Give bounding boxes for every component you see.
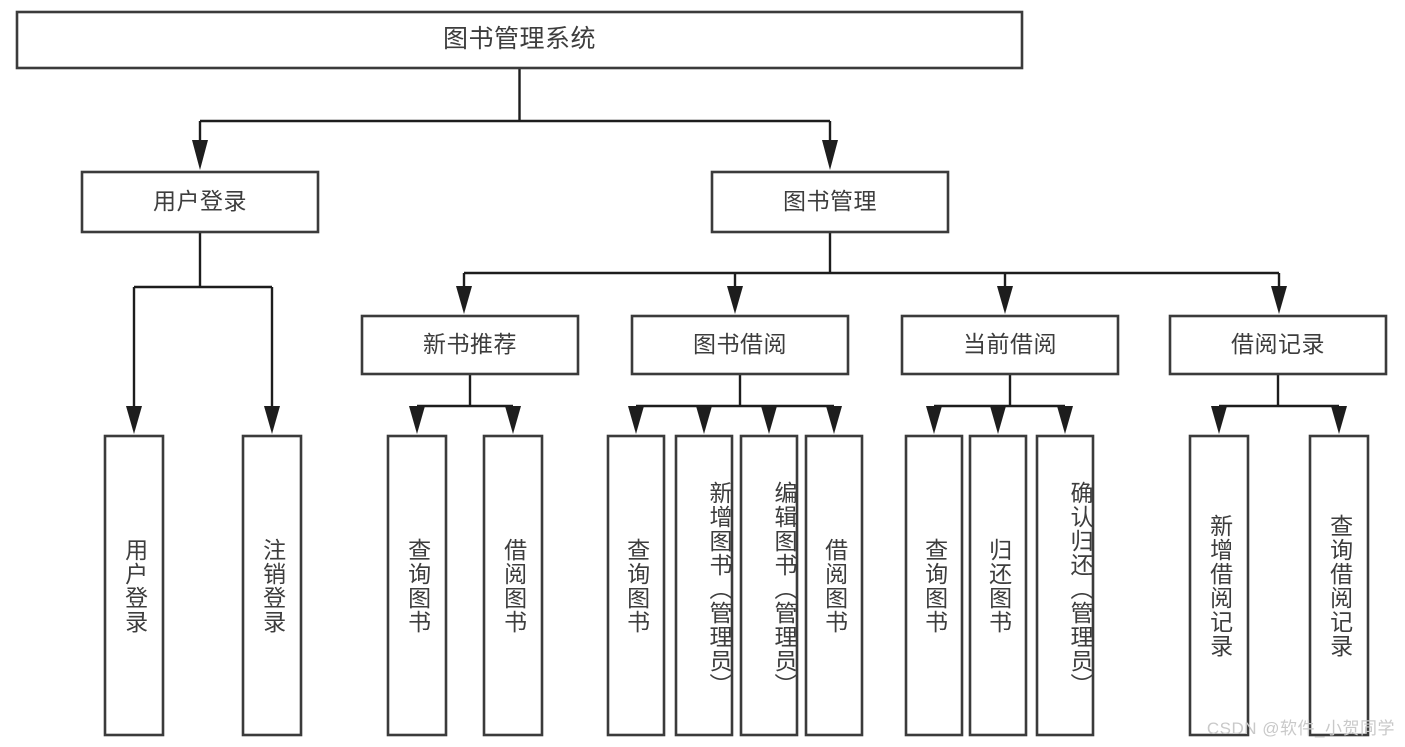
leaf-box[interactable] bbox=[1188, 434, 1250, 737]
node-root-box[interactable] bbox=[15, 10, 1024, 70]
arrow-record-leaf2-icon bbox=[1331, 406, 1347, 434]
leaf-box[interactable] bbox=[103, 434, 165, 737]
arrow-level3-4-icon bbox=[1271, 286, 1287, 314]
leaf-box[interactable] bbox=[482, 434, 544, 737]
node-level3-current-borrow-box[interactable] bbox=[900, 314, 1120, 376]
arrow-current-leaf3-icon bbox=[1057, 406, 1073, 434]
nodes-layer bbox=[15, 10, 1388, 737]
leaf-box[interactable] bbox=[241, 434, 303, 737]
leaf-box[interactable] bbox=[1308, 434, 1370, 737]
arrow-newbook-leaf1-icon bbox=[409, 406, 425, 434]
arrow-borrow-leaf1-icon bbox=[628, 406, 644, 434]
node-level3-new-book-recommend-box[interactable] bbox=[360, 314, 580, 376]
arrow-to-user-login-icon bbox=[192, 140, 208, 170]
edges-layer bbox=[126, 68, 1347, 434]
node-level2-book-management-box[interactable] bbox=[710, 170, 950, 234]
node-level3-book-borrow-box[interactable] bbox=[630, 314, 850, 376]
leaf-box[interactable] bbox=[904, 434, 964, 737]
node-level3-borrow-record-box[interactable] bbox=[1168, 314, 1388, 376]
arrow-borrow-leaf2-icon bbox=[696, 406, 712, 434]
arrow-current-leaf2-icon bbox=[990, 406, 1006, 434]
leaf-box[interactable] bbox=[606, 434, 666, 737]
leaf-box[interactable] bbox=[804, 434, 864, 737]
arrow-newbook-leaf2-icon bbox=[505, 406, 521, 434]
leaf-box[interactable] bbox=[1035, 434, 1095, 737]
leaf-box[interactable] bbox=[674, 434, 734, 737]
node-level2-user-login-box[interactable] bbox=[80, 170, 320, 234]
arrow-level3-1-icon bbox=[456, 286, 472, 314]
leaf-box[interactable] bbox=[968, 434, 1028, 737]
arrow-record-leaf1-icon bbox=[1211, 406, 1227, 434]
arrow-borrow-leaf4-icon bbox=[826, 406, 842, 434]
arrow-borrow-leaf3-icon bbox=[761, 406, 777, 434]
arrow-level3-2-icon bbox=[727, 286, 743, 314]
arrow-userlogin-leaf1-icon bbox=[126, 406, 142, 434]
arrow-level3-3-icon bbox=[997, 286, 1013, 314]
leaf-box[interactable] bbox=[739, 434, 799, 737]
arrow-to-book-mgmt-icon bbox=[822, 140, 838, 170]
leaf-box[interactable] bbox=[386, 434, 448, 737]
arrow-current-leaf1-icon bbox=[926, 406, 942, 434]
arrow-userlogin-leaf2-icon bbox=[264, 406, 280, 434]
